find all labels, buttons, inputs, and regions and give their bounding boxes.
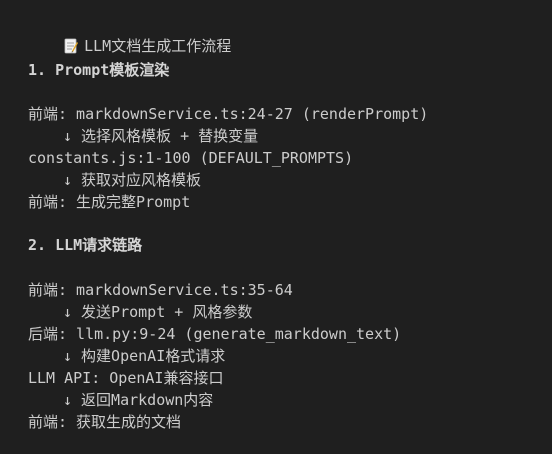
section2-heading: 2. LLM请求链路 <box>28 236 143 254</box>
section2-line-1: 前端: markdownService.ts:35-64 <box>28 281 293 299</box>
memo-icon <box>64 38 79 54</box>
section1-heading: 1. Prompt模板渲染 <box>28 61 170 79</box>
section2-line-3: 后端: llm.py:9-24 (generate_markdown_text) <box>28 325 402 343</box>
section1-line-3: constants.js:1-100 (DEFAULT_PROMPTS) <box>28 149 354 167</box>
section1-line-4: ↓ 获取对应风格模板 <box>63 171 202 189</box>
section2-line-7: 前端: 获取生成的文档 <box>28 413 182 431</box>
section1-line-2: ↓ 选择风格模板 + 替换变量 <box>63 127 259 145</box>
doc-title: LLM文档生成工作流程 <box>84 37 232 55</box>
doc-title-row: LLM文档生成工作流程 <box>28 13 231 55</box>
section2-line-4: ↓ 构建OpenAI格式请求 <box>63 347 226 365</box>
section2-line-6: ↓ 返回Markdown内容 <box>63 391 214 409</box>
section1-line-1: 前端: markdownService.ts:24-27 (renderProm… <box>28 105 429 123</box>
section2-line-5: LLM API: OpenAI兼容接口 <box>28 369 224 387</box>
section2-line-2: ↓ 发送Prompt + 风格参数 <box>63 303 253 321</box>
section1-line-5: 前端: 生成完整Prompt <box>28 193 191 211</box>
